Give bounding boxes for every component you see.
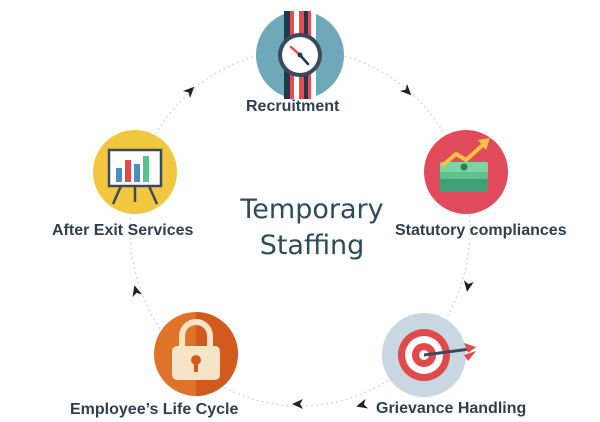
node-label-statutory-compliances: Statutory compliances [395,222,567,239]
target-dart-icon [382,313,476,397]
cycle-arrow-icon [182,86,195,99]
center-title-line1: Temporary [240,194,384,225]
padlock-icon [154,312,238,396]
node-label-after-exit-services: After Exit Services [52,222,194,239]
wristwatch-icon [256,11,344,99]
cycle-ring [129,49,471,407]
cycle-arrow-icon [356,398,369,409]
cycle-arrow-icon [132,285,143,298]
node-label-recruitment: Recruitment [246,98,340,115]
center-title-line2: Staffing [259,230,365,261]
money-growth-icon [424,130,508,214]
cycle-arrow-icon [463,280,474,292]
center-title: Temporary Staffing [212,192,412,264]
node-label-grievance-handling: Grievance Handling [376,400,527,417]
cycle-arrow-icon [292,399,303,409]
presentation-chart-icon [93,130,177,214]
node-label-employees-life-cycle: Employee’s Life Cycle [70,401,239,418]
